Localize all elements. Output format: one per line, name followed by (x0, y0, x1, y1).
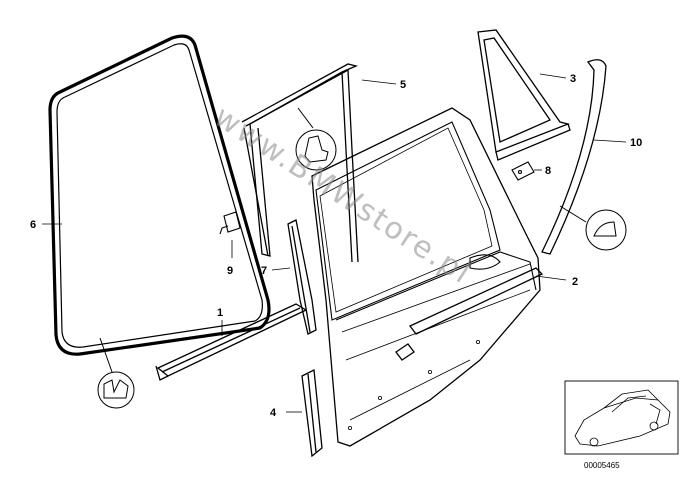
pillar-trim-part-4[interactable] (301, 368, 323, 458)
clip-part-8[interactable] (511, 161, 535, 181)
gasket-seal-part-6[interactable] (48, 34, 271, 356)
watermark: www.BMWstore.pl (208, 99, 478, 291)
strip-detail-magnifier (559, 205, 627, 251)
reference-number: 00005465 (584, 461, 620, 470)
gasket-detail-magnifier (97, 337, 135, 409)
callout-10: 10 (630, 137, 642, 149)
car-thumbnail-inset (564, 380, 679, 455)
callout-4: 4 (270, 407, 277, 419)
callout-6: 6 (30, 219, 36, 231)
callout-1: 1 (217, 307, 223, 319)
leader-lines (42, 73, 627, 413)
window-channel-part-5[interactable] (241, 63, 359, 263)
callout-8: 8 (545, 165, 551, 177)
channel-detail-magnifier (295, 107, 337, 171)
callout-2: 2 (572, 276, 578, 288)
rear-door-panel (311, 107, 541, 447)
lower-seal-part-1[interactable] (155, 303, 308, 381)
callout-3: 3 (570, 73, 576, 85)
clip-part-9[interactable] (219, 211, 241, 235)
quarter-window-part-3[interactable] (477, 29, 571, 161)
pillar-strip-part-7[interactable] (287, 219, 317, 335)
callout-9: 9 (227, 265, 233, 277)
callout-5: 5 (400, 79, 406, 91)
callout-7: 7 (261, 265, 267, 277)
outer-strip-part-10[interactable] (541, 59, 607, 255)
sill-strip-part-2[interactable] (395, 267, 544, 361)
